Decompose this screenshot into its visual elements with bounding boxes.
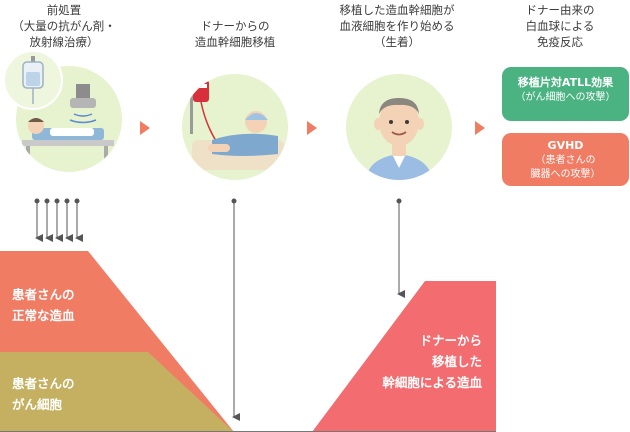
transplant-arrow xyxy=(231,198,240,421)
gvhd-box: GVHD （患者さんの 臓器への攻撃） xyxy=(502,133,629,186)
step-title-engraftment: 移植した造血幹細胞が 血液細胞を作り始める （生着） xyxy=(339,3,455,49)
radiation-machine-icon xyxy=(69,84,97,124)
patient-bed-icon xyxy=(22,118,114,164)
step-title-immune-response: ドナー由来の 白血球による 免疫反応 xyxy=(525,3,595,49)
patient-transfusion-icon xyxy=(190,80,284,170)
flow-arrow-1 xyxy=(140,121,150,135)
gvl-effect-box: 移植片対ATLL効果 （がん細胞への攻撃） xyxy=(502,67,629,121)
transplant-illustration xyxy=(182,74,288,180)
recovered-patient-icon xyxy=(366,98,432,180)
gvl-effect-sub: （がん細胞への攻撃） xyxy=(515,92,616,103)
flow-arrow-2 xyxy=(307,121,317,135)
flow-arrow-3 xyxy=(475,121,485,135)
blood-bag-icon xyxy=(190,80,209,134)
iv-bag-icon xyxy=(22,56,44,104)
cancer-cells-label: 患者さんの がん細胞 xyxy=(12,376,75,412)
normal-hematopoiesis-label: 患者さんの 正常な造血 xyxy=(12,287,75,323)
iv-bag-bubble xyxy=(3,50,63,110)
gvhd-title: GVHD xyxy=(547,139,584,152)
donor-hematopoiesis-area xyxy=(312,281,496,432)
step-title-transplant: ドナーからの 造血幹細胞移植 xyxy=(194,19,276,49)
engraftment-illustration xyxy=(346,74,452,180)
step-title-preconditioning: 前処置 （大量の抗がん剤・ 放射線治療） xyxy=(12,3,116,49)
preconditioning-arrows xyxy=(34,198,83,242)
gvl-effect-title: 移植片対ATLL効果 xyxy=(517,76,614,89)
cancer-cells-area xyxy=(0,352,234,432)
gvhd-sub: （患者さんの 臓器への攻撃） xyxy=(530,155,601,180)
engraftment-arrow xyxy=(396,198,405,298)
preconditioning-illustration xyxy=(16,66,122,172)
donor-hematopoiesis-label: ドナーから 移植した 幹細胞による造血 xyxy=(382,333,482,390)
